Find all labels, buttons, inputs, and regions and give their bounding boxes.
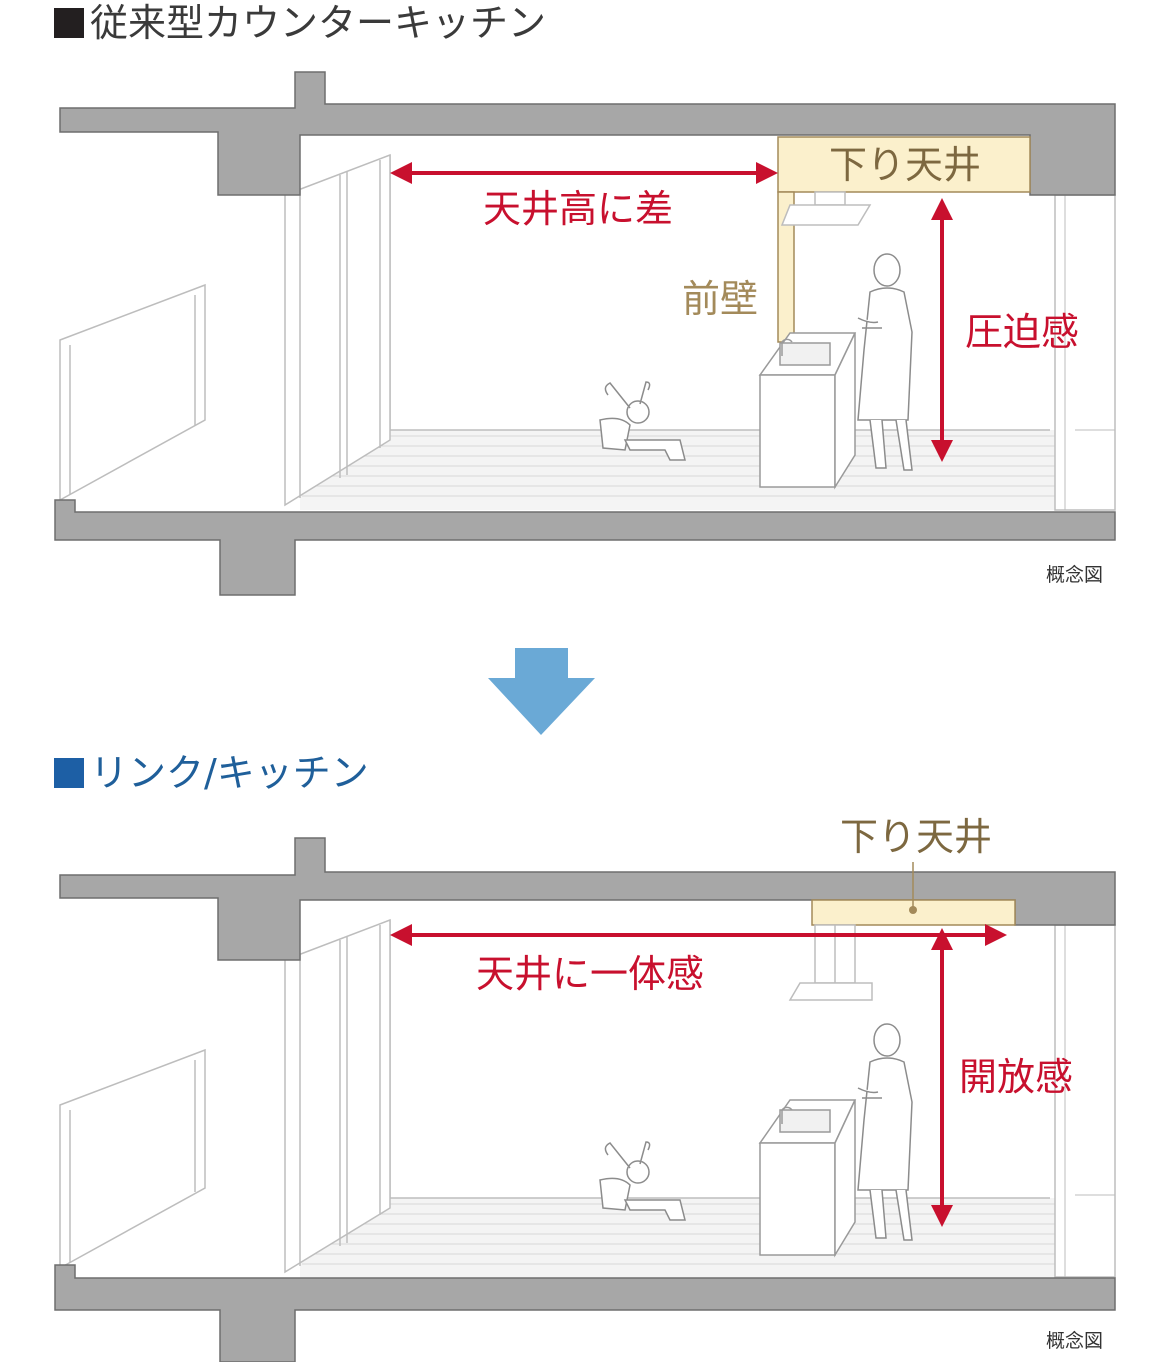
ceiling-gap-arrow: [390, 162, 778, 184]
person-child-icon: [599, 381, 686, 461]
person-woman-icon: [857, 1023, 913, 1241]
range-hood: [780, 191, 872, 226]
drop-ceiling-box: [777, 136, 1031, 193]
section2-title: リンク/キッチン: [90, 751, 369, 795]
floor-slab: [54, 1264, 1116, 1362]
openness-arrow: [931, 928, 953, 1227]
down-arrow-icon: [488, 648, 595, 735]
balcony-railing: [59, 1048, 206, 1270]
ceiling-unity-label: 天井に一体感: [476, 952, 704, 996]
openness-label: 開放感: [959, 1055, 1073, 1099]
square-bullet-icon: [54, 758, 84, 788]
drop-ceiling-label: 下り天井: [840, 815, 992, 859]
floor-slab: [54, 499, 1116, 596]
front-wall-label: 前壁: [682, 277, 758, 321]
window-sashes: [284, 153, 391, 507]
kitchen-counter: [758, 1099, 857, 1258]
kitchen-counter: [758, 332, 857, 490]
window-sashes: [284, 918, 391, 1274]
ceiling-gap-label: 天井高に差: [483, 187, 673, 231]
section1-heading: 従来型カウンターキッチン: [54, 4, 546, 42]
concept-note: 概念図: [1046, 1330, 1104, 1352]
balcony-railing: [59, 283, 206, 502]
square-bullet-icon: [54, 8, 84, 38]
ceiling-unity-arrow: [390, 924, 1007, 946]
oppression-arrow: [931, 198, 953, 462]
concept-note: 概念図: [1046, 564, 1104, 586]
person-woman-icon: [857, 253, 913, 471]
section2-heading: リンク/キッチン: [54, 754, 369, 792]
person-child-icon: [599, 1141, 686, 1221]
oppression-label: 圧迫感: [965, 310, 1079, 354]
section1-title: 従来型カウンターキッチン: [90, 1, 547, 45]
ceiling-slab: [59, 71, 1116, 196]
conventional-kitchen-diagram: 下り天井 天井高に差 前壁 圧迫感: [54, 71, 1116, 596]
drop-ceiling-label: 下り天井: [829, 143, 981, 187]
